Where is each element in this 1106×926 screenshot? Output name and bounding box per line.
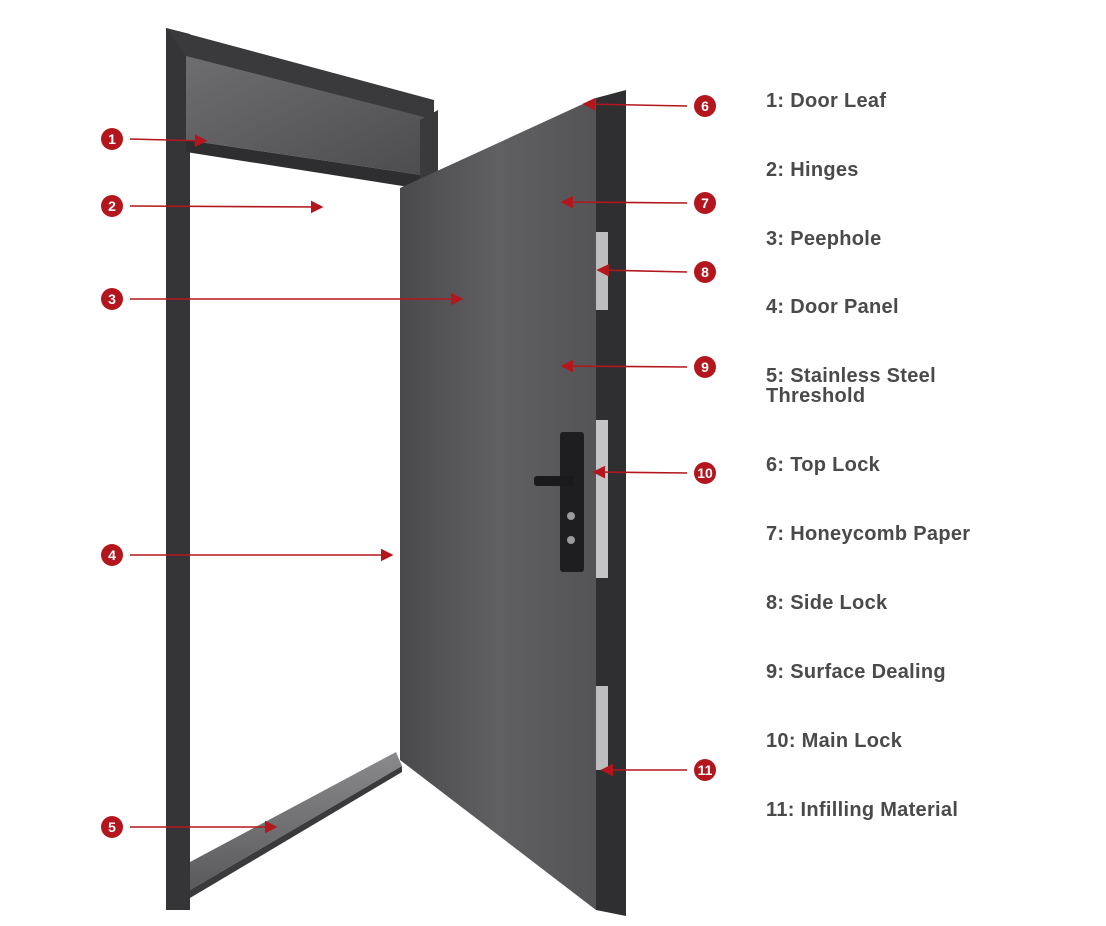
leader-line-1 bbox=[129, 134, 208, 148]
legend-item-5: 5: Stainless Steel Threshold bbox=[766, 365, 936, 407]
legend-item-9: 9: Surface Dealing bbox=[766, 661, 946, 683]
callout-number: 3 bbox=[108, 291, 116, 307]
callout-circle bbox=[694, 261, 716, 283]
callout-number: 6 bbox=[701, 98, 709, 114]
callout-number: 5 bbox=[108, 819, 116, 835]
callout-circle bbox=[101, 288, 123, 310]
callout-circle bbox=[694, 356, 716, 378]
callout-marker-9: 9 bbox=[694, 356, 716, 378]
leader-line-7 bbox=[560, 195, 688, 209]
legend-item-8: 8: Side Lock bbox=[766, 592, 888, 614]
callout-number: 2 bbox=[108, 198, 116, 214]
callout-circle bbox=[101, 544, 123, 566]
legend-item-3: 3: Peephole bbox=[766, 228, 882, 250]
side-lock-plate bbox=[596, 232, 608, 310]
leaf-face bbox=[400, 98, 596, 910]
callout-marker-11: 11 bbox=[694, 759, 716, 781]
threshold-edge bbox=[190, 766, 402, 898]
main-lock-plate bbox=[596, 420, 608, 578]
callout-number: 4 bbox=[108, 547, 116, 563]
callout-marker-6: 6 bbox=[694, 95, 716, 117]
leader-line-2 bbox=[129, 200, 324, 214]
keyhole-upper bbox=[567, 512, 575, 520]
callout-number: 9 bbox=[701, 359, 709, 375]
leader-line-6 bbox=[582, 97, 688, 111]
callout-markers: 1 2 3 4 5 6 7 8 9 10 11 bbox=[101, 95, 716, 838]
leader-line-9 bbox=[560, 359, 688, 373]
callout-marker-8: 8 bbox=[694, 261, 716, 283]
callout-circle bbox=[101, 195, 123, 217]
callout-number: 10 bbox=[697, 465, 713, 481]
header-panel bbox=[186, 56, 428, 176]
bottom-lock-plate bbox=[596, 686, 608, 770]
callout-number: 7 bbox=[701, 195, 709, 211]
legend-item-11: 11: Infilling Material bbox=[766, 799, 959, 821]
leader-lines bbox=[129, 97, 688, 834]
legend-item-1: 1: Door Leaf bbox=[766, 90, 887, 112]
callout-marker-2: 2 bbox=[101, 195, 123, 217]
legend-item-2: 2: Hinges bbox=[766, 159, 859, 181]
right-jamb bbox=[420, 110, 438, 190]
callout-marker-3: 3 bbox=[101, 288, 123, 310]
leader-line-8 bbox=[596, 263, 688, 277]
header-bottom-lip bbox=[186, 140, 428, 190]
leader-line-10 bbox=[592, 465, 688, 479]
callout-number: 1 bbox=[108, 131, 116, 147]
legend-item-4: 4: Door Panel bbox=[766, 296, 899, 318]
callout-circle bbox=[101, 128, 123, 150]
callout-marker-4: 4 bbox=[101, 544, 123, 566]
callout-circle bbox=[694, 95, 716, 117]
callout-number: 11 bbox=[698, 762, 713, 778]
legend-item-10: 10: Main Lock bbox=[766, 730, 903, 752]
callout-circle bbox=[101, 816, 123, 838]
callout-marker-7: 7 bbox=[694, 192, 716, 214]
door-frame bbox=[166, 28, 438, 910]
callout-marker-5: 5 bbox=[101, 816, 123, 838]
callout-circle bbox=[694, 192, 716, 214]
callout-circle bbox=[694, 462, 716, 484]
callout-marker-1: 1 bbox=[101, 128, 123, 150]
callout-circle bbox=[694, 759, 716, 781]
callout-marker-10: 10 bbox=[694, 462, 716, 484]
handle-escutcheon bbox=[560, 432, 584, 572]
keyhole-lower bbox=[567, 536, 575, 544]
left-jamb bbox=[166, 28, 190, 910]
door-leaf bbox=[400, 90, 626, 916]
legend-item-7: 7: Honeycomb Paper bbox=[766, 523, 971, 545]
handle-lever bbox=[534, 476, 574, 486]
legend-item-6: 6: Top Lock bbox=[766, 454, 881, 476]
callout-number: 8 bbox=[701, 264, 709, 280]
threshold bbox=[190, 752, 402, 890]
